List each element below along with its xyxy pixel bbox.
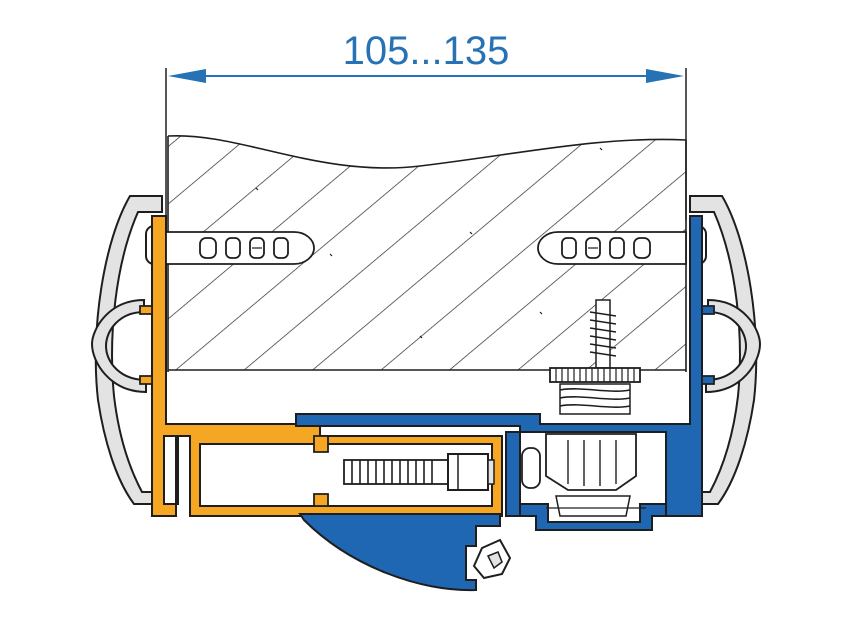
tension-screw-assembly [521,299,646,517]
right-anchor-dowel [537,231,687,265]
right-aluminium-profile [295,215,715,592]
dimension-arrowhead-right [646,69,684,83]
dimension-line: 105...135 [165,29,687,220]
dimension-label: 105...135 [343,29,510,73]
dimension-arrowhead-left [168,69,206,83]
left-anchor-dowel [165,231,315,265]
locking-latch [472,538,512,580]
adjustment-bolt [343,453,495,491]
